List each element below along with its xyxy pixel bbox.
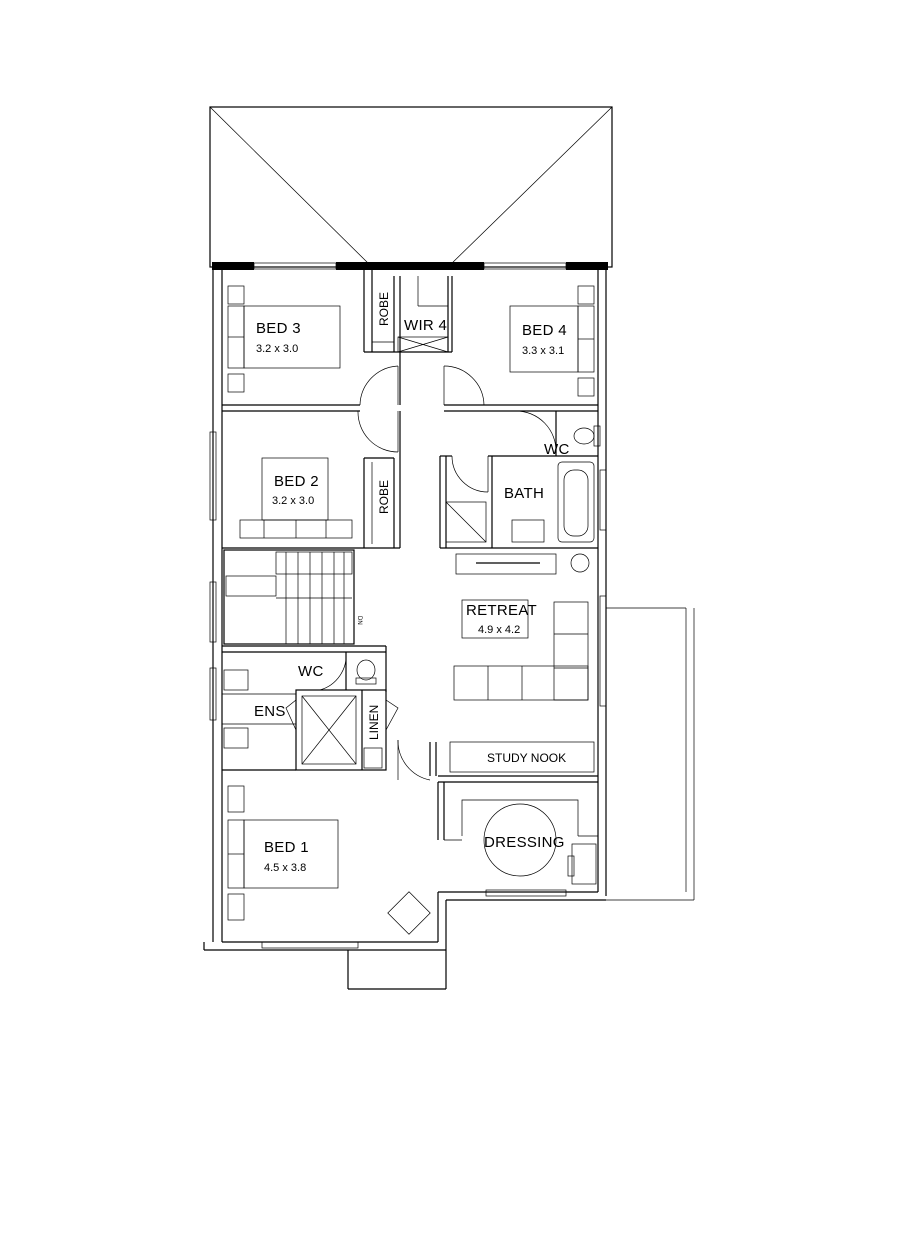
study-nook-label: STUDY NOOK: [487, 751, 566, 765]
retreat-label-box: [461, 599, 529, 639]
bed2-label: BED 2: [274, 473, 319, 490]
bed3-label: BED 3: [256, 320, 301, 337]
outer-walls: [203, 270, 695, 990]
roof-area: [209, 106, 613, 268]
robe-top-label: ROBE: [377, 292, 391, 326]
wir4-label: WIR 4: [404, 317, 447, 334]
bath-label: BATH: [504, 485, 544, 502]
bed3-size: 3.2 x 3.0: [256, 343, 298, 355]
bed4-size: 3.3 x 3.1: [522, 345, 564, 357]
interior-walls: [222, 270, 598, 885]
linen-label: LINEN: [367, 705, 381, 740]
bed2-size: 3.2 x 3.0: [272, 495, 314, 507]
ens-label: ENS: [254, 703, 286, 720]
doors: [285, 365, 557, 781]
bed4-label: BED 4: [522, 322, 567, 339]
retreat-size: 4.9 x 4.2: [478, 624, 520, 636]
stair-dn-label: DN: [356, 616, 362, 625]
robe-bed2-label: ROBE: [377, 480, 391, 514]
wc-ens-label: WC: [298, 663, 324, 680]
wc-upper-label: WC: [544, 441, 570, 458]
top-wall: [212, 262, 608, 270]
bed1-size: 4.5 x 3.8: [264, 862, 306, 874]
retreat-label: RETREAT: [466, 602, 537, 619]
bed1-label: BED 1: [264, 839, 309, 856]
furniture: [222, 285, 601, 935]
dressing-label: DRESSING: [484, 834, 565, 851]
